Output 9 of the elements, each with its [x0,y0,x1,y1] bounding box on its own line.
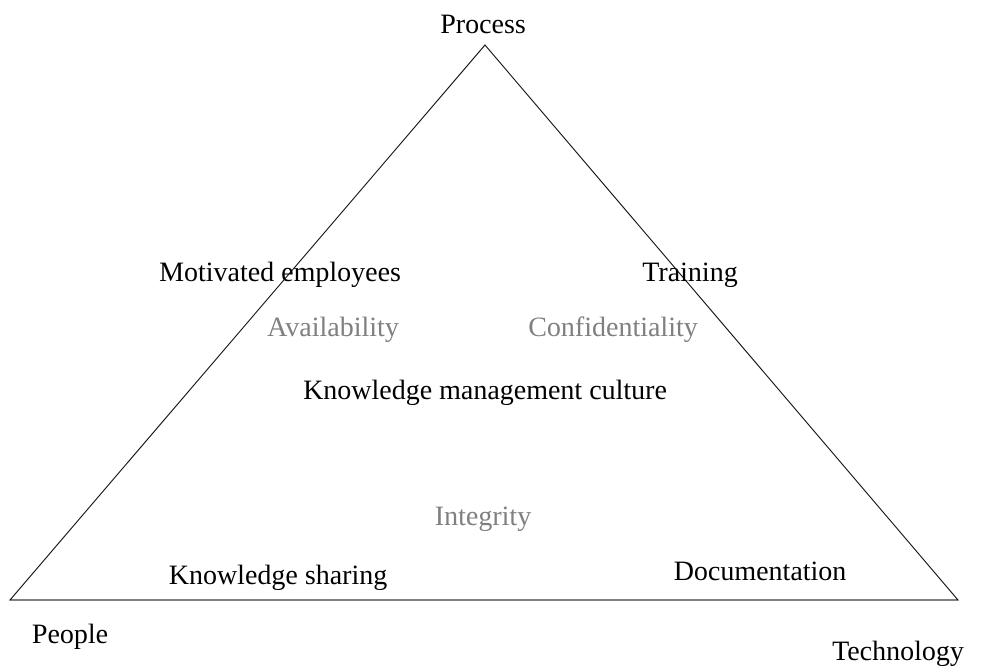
label-text: Confidentiality [528,311,698,345]
label-text: Documentation [674,555,846,589]
label-text: People [32,618,108,652]
label-text: Knowledge management culture [302,374,668,408]
label-text: Technology [832,635,964,668]
label-text: Process [440,8,526,42]
label-text: Knowledge sharing [168,559,388,593]
label-text: Availability [267,311,399,345]
label-text: Integrity [434,500,532,534]
